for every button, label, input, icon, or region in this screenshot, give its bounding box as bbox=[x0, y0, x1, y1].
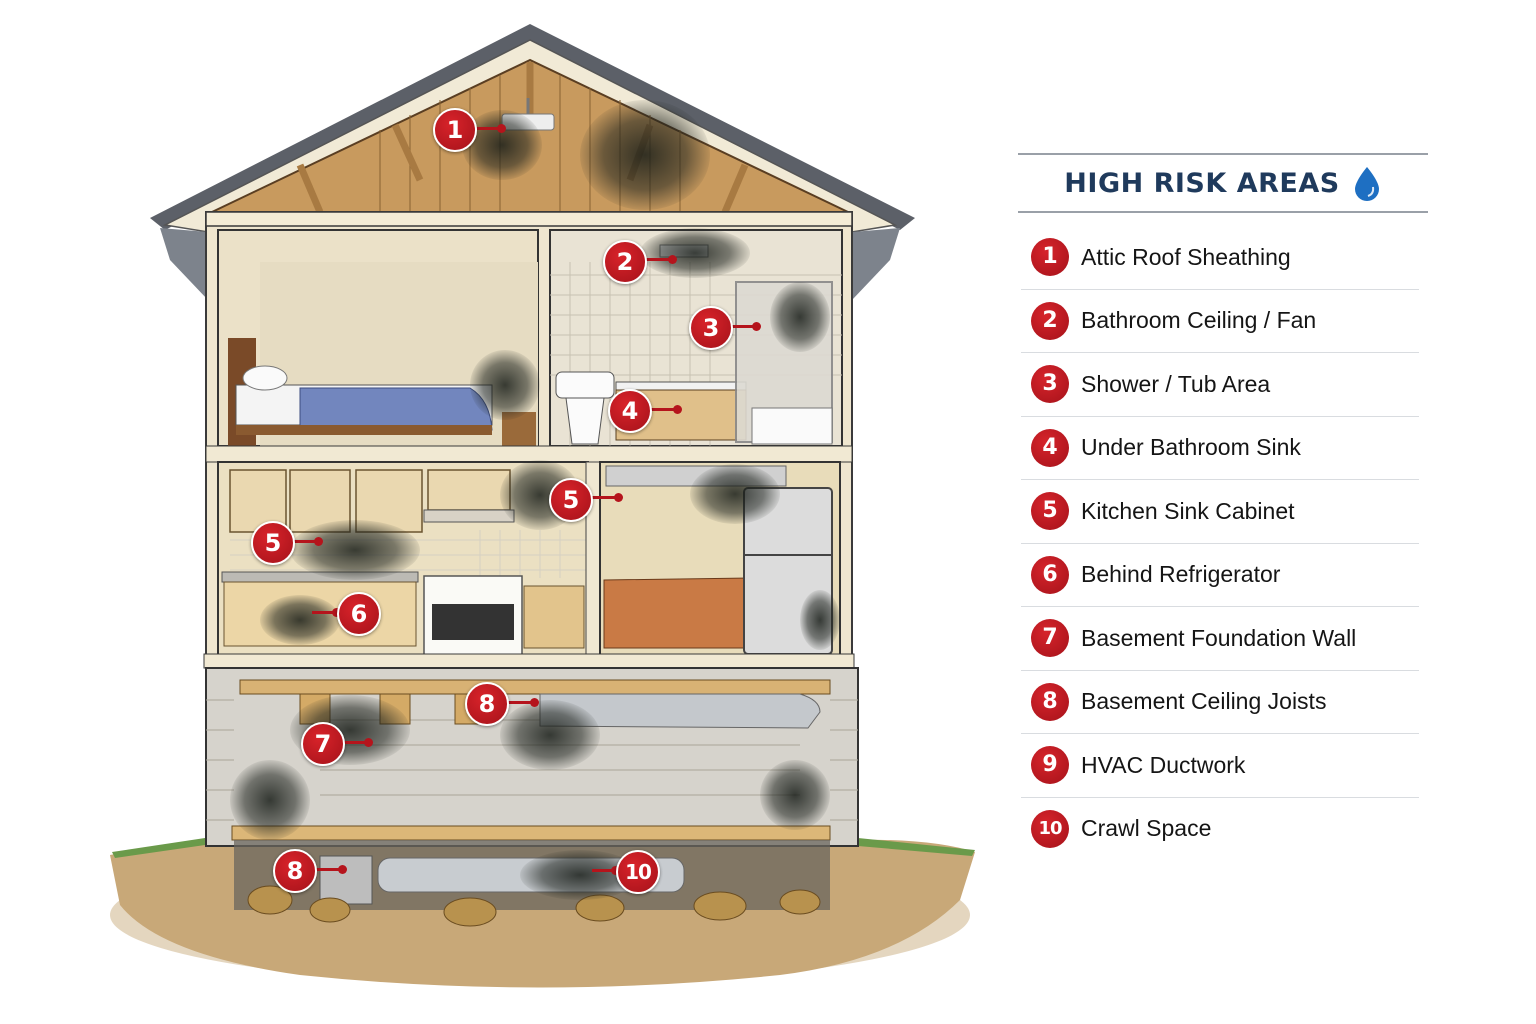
legend-number-badge: 3 bbox=[1031, 365, 1069, 404]
leader-line bbox=[341, 738, 373, 747]
legend-number-badge: 1 bbox=[1031, 238, 1069, 277]
legend-item: 3 Shower / Tub Area bbox=[1021, 353, 1419, 417]
legend-number-badge: 10 bbox=[1031, 809, 1069, 848]
legend-item-label: Under Bathroom Sink bbox=[1081, 434, 1301, 461]
mold-patch bbox=[800, 590, 840, 650]
legend-item: 5 Kitchen Sink Cabinet bbox=[1021, 480, 1419, 544]
legend-number-badge: 6 bbox=[1031, 555, 1069, 594]
legend-item: 1 Attic Roof Sheathing bbox=[1021, 226, 1419, 290]
marker-crawl-space-panel: 8 bbox=[273, 849, 317, 893]
leader-line bbox=[592, 866, 620, 875]
legend-list: 1 Attic Roof Sheathing 2 Bathroom Ceilin… bbox=[1018, 226, 1428, 860]
leader-line bbox=[643, 255, 677, 264]
leader-line bbox=[472, 124, 506, 133]
marker-basement-joists: 8 bbox=[465, 682, 509, 726]
legend-number-badge: 4 bbox=[1031, 428, 1069, 467]
legend-item-label: Shower / Tub Area bbox=[1081, 370, 1271, 397]
legend-item-label: Attic Roof Sheathing bbox=[1081, 243, 1291, 270]
mold-patch bbox=[290, 520, 420, 580]
legend-item-label: Kitchen Sink Cabinet bbox=[1081, 497, 1295, 524]
legend-item-label: HVAC Ductwork bbox=[1081, 751, 1246, 778]
legend-item-label: Bathroom Ceiling / Fan bbox=[1081, 307, 1317, 334]
legend-item: 10 Crawl Space bbox=[1021, 798, 1419, 861]
legend-item: 7 Basement Foundation Wall bbox=[1021, 607, 1419, 671]
house-cutaway-illustration: 1 2 3 4 5 5 6 8 7 8 10 bbox=[110, 24, 975, 988]
legend-number-badge: 9 bbox=[1031, 746, 1069, 785]
leader-line bbox=[648, 405, 682, 414]
marker-basement-wall: 7 bbox=[301, 722, 345, 766]
mold-patch bbox=[640, 228, 750, 278]
leader-line bbox=[291, 537, 323, 546]
legend-panel: HIGH RISK AREAS 1 Attic Roof Sheathing 2… bbox=[1018, 153, 1428, 860]
mold-patch bbox=[760, 760, 830, 830]
water-drop-icon bbox=[1354, 167, 1379, 201]
legend-number-badge: 5 bbox=[1031, 492, 1069, 531]
legend-number-badge: 2 bbox=[1031, 301, 1069, 340]
legend-number-badge: 8 bbox=[1031, 682, 1069, 721]
marker-kitchen-sink-cabinet: 6 bbox=[337, 592, 381, 636]
legend-bottom-rule bbox=[1018, 211, 1428, 213]
marker-living-room-wall: 5 bbox=[549, 478, 593, 522]
mold-patch bbox=[690, 464, 780, 524]
legend-item-label: Crawl Space bbox=[1081, 815, 1212, 842]
mold-patch bbox=[470, 350, 540, 420]
legend-top-rule bbox=[1018, 153, 1428, 155]
leader-line bbox=[312, 608, 341, 617]
leader-line bbox=[589, 493, 623, 502]
marker-attic: 1 bbox=[433, 108, 477, 152]
legend-item: 6 Behind Refrigerator bbox=[1021, 544, 1419, 607]
legend-item: 9 HVAC Ductwork bbox=[1021, 734, 1419, 798]
marker-shower: 3 bbox=[689, 306, 733, 350]
legend-header: HIGH RISK AREAS bbox=[1018, 155, 1428, 211]
mold-patch bbox=[260, 595, 340, 645]
marker-bathroom-fan: 2 bbox=[603, 240, 647, 284]
leader-line bbox=[505, 698, 539, 707]
legend-item: 2 Bathroom Ceiling / Fan bbox=[1021, 290, 1419, 353]
legend-number-badge: 7 bbox=[1031, 619, 1069, 658]
mold-patch bbox=[580, 100, 710, 210]
legend-item-label: Basement Foundation Wall bbox=[1081, 624, 1357, 651]
legend-item-label: Behind Refrigerator bbox=[1081, 561, 1281, 588]
mold-patch bbox=[230, 760, 310, 840]
mold-patch bbox=[500, 700, 600, 770]
leader-line bbox=[729, 322, 761, 331]
legend-title: HIGH RISK AREAS bbox=[1064, 167, 1340, 199]
mold-patch bbox=[770, 282, 830, 352]
marker-bathroom-vanity: 4 bbox=[608, 389, 652, 433]
legend-item: 4 Under Bathroom Sink bbox=[1021, 417, 1419, 480]
marker-crawl-space-duct: 10 bbox=[616, 850, 660, 894]
marker-kitchen-backsplash: 5 bbox=[251, 521, 295, 565]
legend-item: 8 Basement Ceiling Joists bbox=[1021, 671, 1419, 734]
leader-line bbox=[313, 865, 347, 874]
legend-item-label: Basement Ceiling Joists bbox=[1081, 688, 1327, 715]
